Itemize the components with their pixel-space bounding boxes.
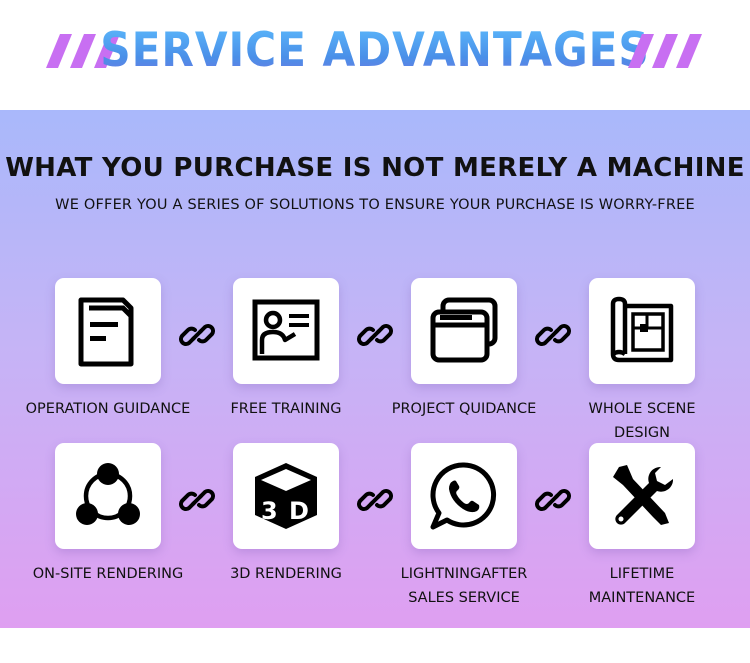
3d-cube-icon: 3 D [255, 463, 317, 529]
service-card-on-site-rendering [55, 443, 161, 549]
decorative-stripes-right [628, 34, 702, 68]
service-label: 3D RENDERING [230, 566, 342, 582]
network-nodes-icon [76, 463, 140, 525]
service-label: FREE TRAINING [230, 401, 342, 417]
service-card-operation-guidance [55, 278, 161, 384]
service-card-after-sales-service [411, 443, 517, 549]
presentation-board-icon [252, 299, 320, 361]
browser-windows-icon [430, 297, 498, 363]
link-chain-icon [357, 489, 393, 511]
svg-text:3: 3 [261, 497, 278, 525]
service-label: LIFETIME MAINTENANCE [588, 566, 696, 606]
service-card-whole-scene-design [589, 278, 695, 384]
link-chain-icon [535, 489, 571, 511]
svg-text:D: D [289, 497, 309, 525]
service-label: ON-SITE RENDERING [32, 566, 184, 582]
service-label: WHOLE SCENE DESIGN [588, 401, 696, 441]
link-chain-icon [357, 324, 393, 346]
service-card-3d-rendering: 3 D [233, 443, 339, 549]
whatsapp-icon [430, 462, 497, 530]
subheadline: WE OFFER YOU A SERIES OF SOLUTIONS TO EN… [55, 197, 695, 213]
document-icon [78, 297, 134, 367]
link-chain-icon [179, 324, 215, 346]
service-card-free-training [233, 278, 339, 384]
service-card-lifetime-maintenance [589, 443, 695, 549]
headline: WHAT YOU PURCHASE IS NOT MERELY A MACHIN… [5, 153, 745, 183]
link-chain-icon [535, 324, 571, 346]
service-label: OPERATION GUIDANCE [25, 401, 191, 417]
service-card-project-guidance [411, 278, 517, 384]
tools-icon [613, 465, 674, 525]
page-title: SERVICE ADVANTAGES [38, 18, 713, 84]
blueprint-icon [610, 296, 674, 363]
decorative-stripes-left [46, 34, 120, 68]
bottom-strip [0, 628, 750, 663]
service-label: PROJECT QUIDANCE [391, 401, 537, 417]
service-label: LIGHTNINGAFTER SALES SERVICE [400, 566, 528, 606]
page-header: SERVICE ADVANTAGES [0, 0, 750, 110]
link-chain-icon [179, 489, 215, 511]
